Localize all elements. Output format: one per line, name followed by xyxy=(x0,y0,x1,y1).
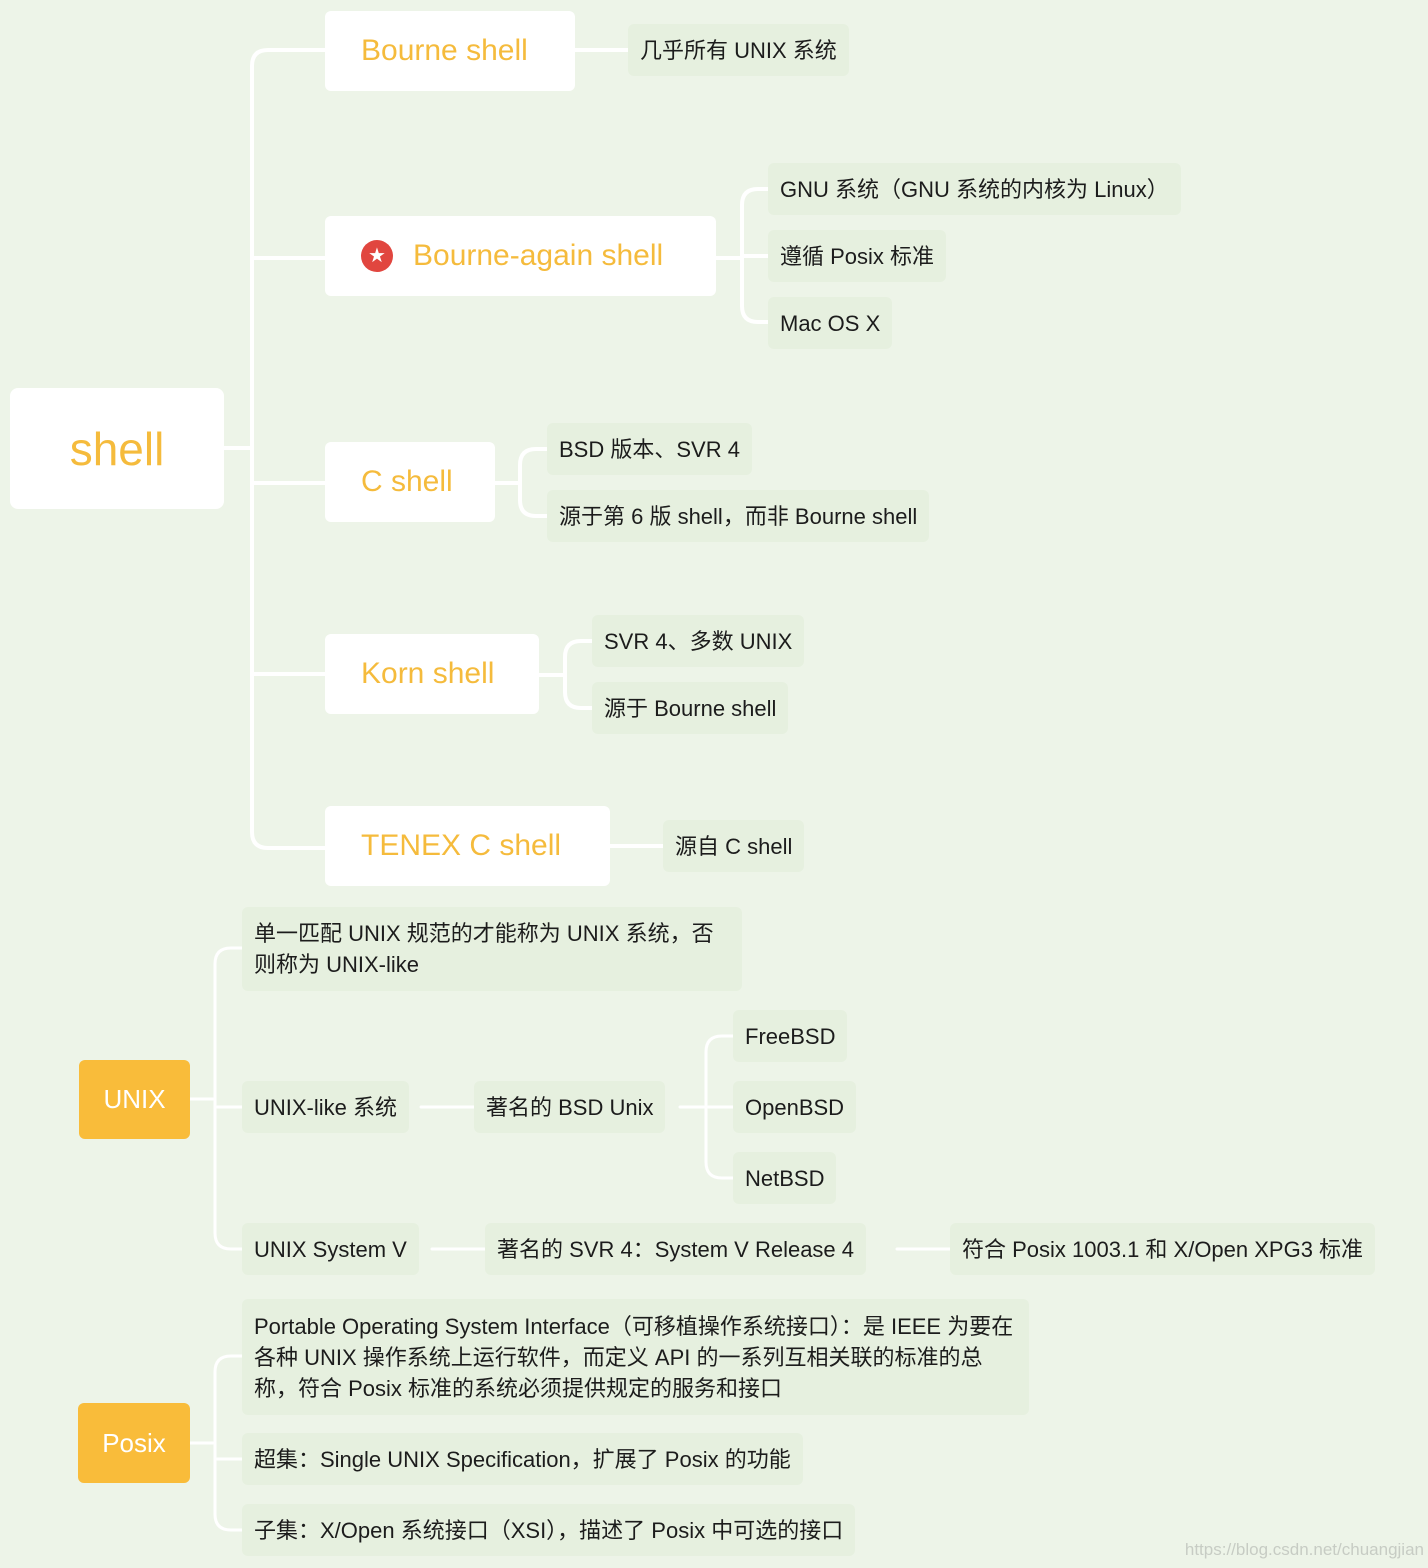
leaf-csh-bsd[interactable]: BSD 版本、SVR 4 xyxy=(547,423,752,475)
watermark: https://blog.csdn.net/chuangjian xyxy=(1184,1540,1424,1559)
branch-bourne-again-shell-label: Bourne-again shell xyxy=(413,239,664,272)
unix-definition-node[interactable]: 单一匹配 UNIX 规范的才能称为 UNIX 系统，否则称为 UNIX-like xyxy=(242,907,742,991)
unix-root-node[interactable]: UNIX xyxy=(79,1060,190,1139)
star-icon: ★ xyxy=(361,240,393,272)
shell-root-node[interactable]: shell xyxy=(10,388,224,509)
leaf-bash-gnu[interactable]: GNU 系统（GNU 系统的内核为 Linux） xyxy=(768,163,1181,215)
branch-tenex-c-shell[interactable]: TENEX C shell xyxy=(325,806,610,886)
posix-definition-node[interactable]: Portable Operating System Interface（可移植操… xyxy=(242,1299,1029,1415)
leaf-ksh-origin[interactable]: 源于 Bourne shell xyxy=(592,682,789,734)
unix-like-node[interactable]: UNIX-like 系统 xyxy=(242,1081,410,1133)
leaf-tcsh-origin[interactable]: 源自 C shell xyxy=(663,820,805,872)
leaf-bourne-shell-unix[interactable]: 几乎所有 UNIX 系统 xyxy=(628,24,849,76)
branch-bourne-shell[interactable]: Bourne shell xyxy=(325,11,575,91)
leaf-csh-origin[interactable]: 源于第 6 版 shell，而非 Bourne shell xyxy=(547,490,930,542)
posix-superset-node[interactable]: 超集：Single UNIX Specification，扩展了 Posix 的… xyxy=(242,1433,803,1485)
posix-subset-node[interactable]: 子集：X/Open 系统接口（XSI），描述了 Posix 中可选的接口 xyxy=(242,1504,856,1556)
branch-c-shell[interactable]: C shell xyxy=(325,442,495,522)
branch-bourne-again-shell[interactable]: ★ Bourne-again shell xyxy=(325,216,716,296)
openbsd-node[interactable]: OpenBSD xyxy=(733,1081,857,1133)
bsd-unix-node[interactable]: 著名的 BSD Unix xyxy=(474,1081,666,1133)
posix-root-node[interactable]: Posix xyxy=(78,1403,190,1483)
freebsd-node[interactable]: FreeBSD xyxy=(733,1010,848,1062)
unix-system-v-node[interactable]: UNIX System V xyxy=(242,1223,419,1275)
branch-korn-shell[interactable]: Korn shell xyxy=(325,634,539,714)
svr4-node[interactable]: 著名的 SVR 4：System V Release 4 xyxy=(485,1223,867,1275)
leaf-bash-posix[interactable]: 遵循 Posix 标准 xyxy=(768,230,947,282)
posix-xpg3-node[interactable]: 符合 Posix 1003.1 和 X/Open XPG3 标准 xyxy=(950,1223,1376,1275)
leaf-bash-macos[interactable]: Mac OS X xyxy=(768,297,893,349)
leaf-ksh-svr4[interactable]: SVR 4、多数 UNIX xyxy=(592,615,805,667)
netbsd-node[interactable]: NetBSD xyxy=(733,1152,837,1204)
